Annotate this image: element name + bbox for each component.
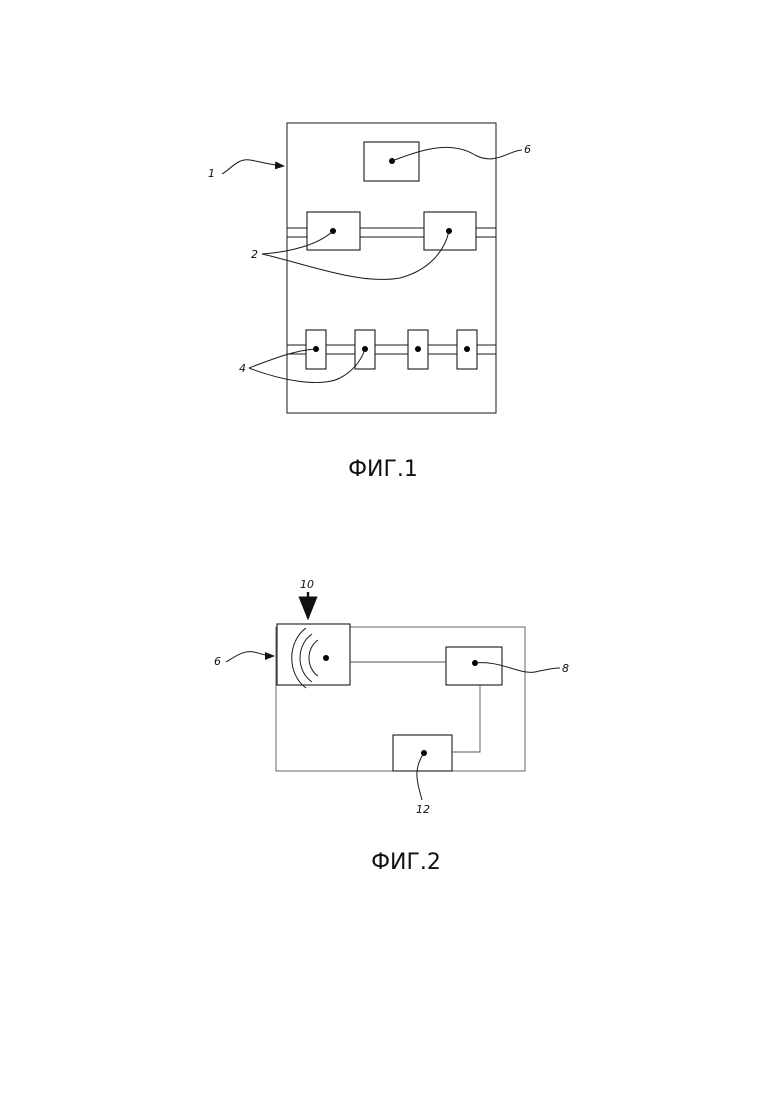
figure-1-caption: ФИГ.1: [348, 457, 418, 482]
receiver-block: [277, 624, 350, 685]
ref-label-2: 2: [251, 248, 258, 261]
ref-label-6: 6: [524, 143, 531, 156]
unit-8-block: [446, 647, 502, 685]
ref-label-12: 12: [416, 803, 430, 816]
link-unit8-unit12: [452, 685, 480, 752]
figure-2: 10 6 8 12 ФИГ.2: [214, 578, 569, 875]
ref-label-10: 10: [300, 578, 314, 591]
figure-2-caption: ФИГ.2: [371, 850, 441, 875]
ref-label-1: 1: [208, 167, 215, 180]
ref-label-6b: 6: [214, 655, 221, 668]
sensor-3-dot: [415, 346, 421, 352]
figure-1: 6 2 4 1 ФИГ.1: [208, 123, 531, 482]
leader-module-fig2: [226, 652, 274, 662]
ref-label-4: 4: [239, 362, 246, 375]
leader-device: [222, 160, 284, 174]
receiver-dot: [323, 655, 329, 661]
ref-label-8: 8: [562, 662, 569, 675]
sensor-4-dot: [464, 346, 470, 352]
